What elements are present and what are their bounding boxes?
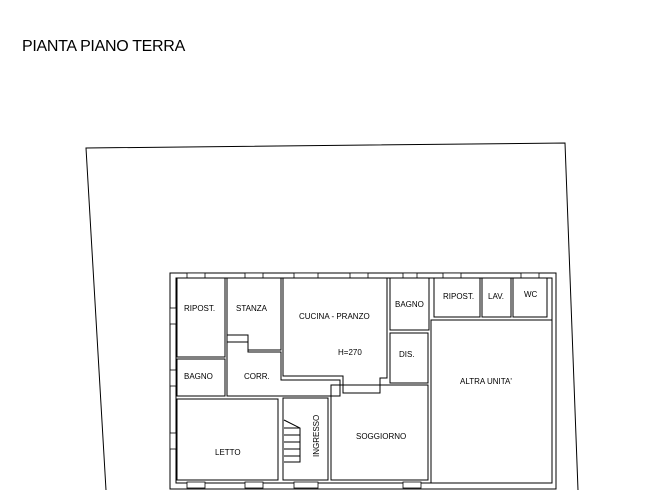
room-label-wc: WC	[524, 290, 538, 299]
room-label-ingresso: INGRESSO	[312, 415, 321, 457]
room-walls	[176, 277, 553, 484]
room-label-dis: DIS.	[399, 350, 415, 359]
room-label-lav: LAV.	[488, 292, 504, 301]
room-label-soggiorno: SOGGIORNO	[356, 432, 406, 441]
plan-title: PIANTA PIANO TERRA	[22, 38, 185, 55]
lot-boundary	[85, 142, 579, 490]
room-label-stanza: STANZA	[236, 304, 268, 313]
room-label-bagno: BAGNO	[395, 300, 424, 309]
staircase	[283, 419, 301, 463]
windows	[169, 272, 540, 489]
room-label-letto: LETTO	[215, 448, 241, 457]
room-label-bagno: BAGNO	[184, 372, 213, 381]
room-label-corr: CORR.	[244, 372, 270, 381]
ceiling-height-label: H=270	[338, 348, 362, 357]
room-label-ripost: RIPOST.	[443, 292, 474, 301]
room-label-altra-unita: ALTRA UNITA'	[460, 377, 512, 386]
room-label-ripost: RIPOST.	[184, 304, 215, 313]
room-label-cucina-pranzo: CUCINA - PRANZO	[299, 312, 370, 321]
